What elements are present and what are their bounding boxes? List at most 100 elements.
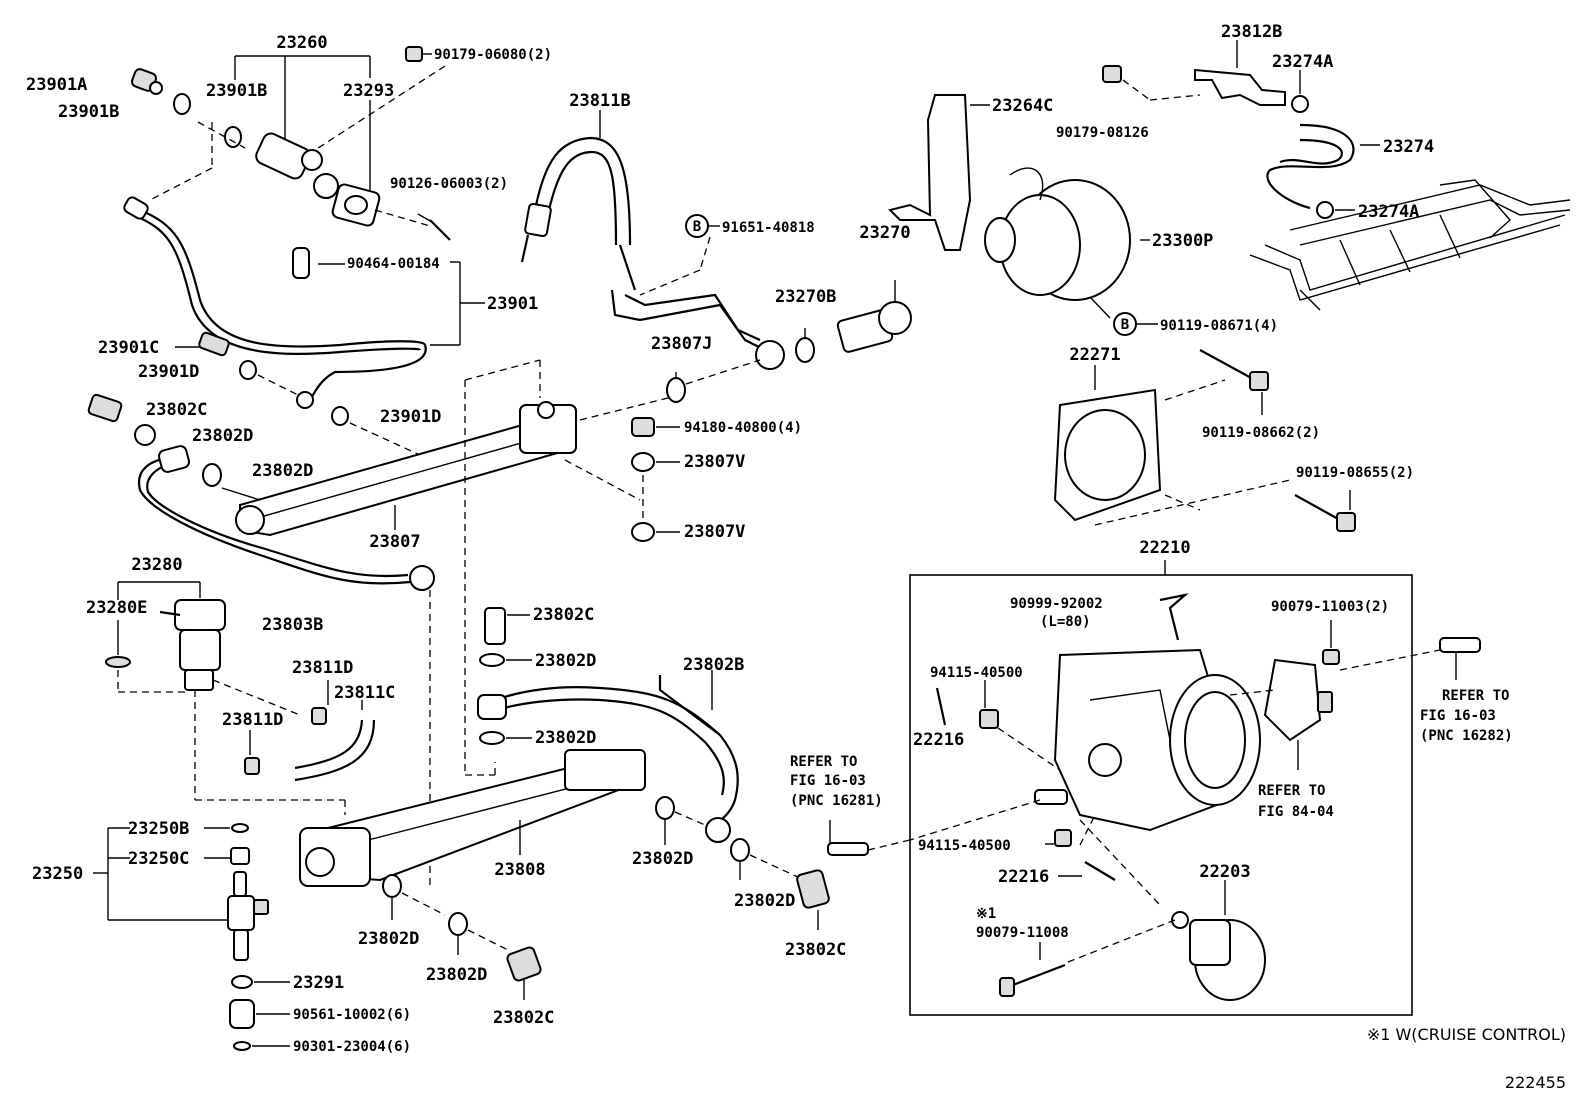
label-23802D-2: 23802D	[252, 461, 313, 481]
part-23260-group	[123, 46, 485, 456]
label-23811B: 23811B	[569, 91, 630, 111]
gasket-22271	[1053, 365, 1291, 526]
label-91651-40818: 91651-40818	[722, 220, 815, 236]
marker-b-2-letter: B	[1121, 317, 1129, 333]
label-23901: 23901	[487, 294, 538, 314]
label-23901C: 23901C	[98, 338, 159, 358]
label-23807V-2: 23807V	[684, 522, 745, 542]
label-23270B: 23270B	[775, 287, 836, 307]
label-23802D-8: 23802D	[426, 965, 487, 985]
label-90999-length: (L=80)	[1040, 614, 1091, 630]
label-23901B-top: 23901B	[206, 81, 267, 101]
bracket-23264C	[888, 65, 1201, 251]
label-23901D-2: 23901D	[380, 407, 441, 427]
label-23807V-1: 23807V	[684, 452, 745, 472]
sensor-23270	[666, 280, 912, 403]
label-23291: 23291	[293, 973, 344, 993]
label-23812B: 23812B	[1221, 22, 1282, 42]
label-23293: 23293	[343, 81, 394, 101]
label-23802D-5: 23802D	[632, 849, 693, 869]
label-23901B: 23901B	[58, 102, 119, 122]
label-90999-92002: 90999-92002	[1010, 596, 1103, 612]
label-23802D-7: 23802D	[358, 929, 419, 949]
label-23250C: 23250C	[128, 849, 189, 869]
label-23807J: 23807J	[651, 334, 712, 354]
label-23802C-1: 23802C	[146, 400, 207, 420]
hose-23811C	[244, 680, 376, 782]
label-23270: 23270	[859, 223, 910, 243]
hose-23811B	[520, 110, 785, 370]
label-90126-06003: 90126-06003(2)	[390, 176, 508, 192]
ref-3-line-1: REFER TO	[1258, 783, 1325, 799]
label-23802B: 23802B	[683, 655, 744, 675]
label-94115-40500-1: 94115-40500	[930, 665, 1023, 681]
fuel-rail-23808	[298, 607, 830, 1000]
label-23802C-2: 23802C	[533, 605, 594, 625]
label-23802D-4: 23802D	[535, 728, 596, 748]
label-22203: 22203	[1199, 862, 1250, 882]
fuel-rail-23807	[87, 359, 681, 776]
label-90561-10002: 90561-10002(6)	[293, 1007, 411, 1023]
label-23811C: 23811C	[334, 683, 395, 703]
manifold-sketch	[1249, 179, 1571, 311]
reference-notes: REFER TO FIG 16-03 (PNC 16281) REFER TO …	[790, 688, 1513, 820]
ref-2-line-2: FIG 16-03	[1420, 708, 1496, 724]
marker-b-2	[1113, 312, 1158, 336]
label-23802D-6: 23802D	[734, 891, 795, 911]
ref-2-line-3: (PNC 16282)	[1420, 728, 1513, 744]
ref-1-line-3: (PNC 16281)	[790, 793, 883, 809]
label-90179-08126: 90179-08126	[1056, 125, 1149, 141]
label-23802D-1: 23802D	[192, 426, 253, 446]
throttle-body-22210	[827, 560, 1481, 1016]
label-23808: 23808	[494, 860, 545, 880]
label-23264C: 23264C	[992, 96, 1053, 116]
label-94115-40500-2: 94115-40500	[918, 838, 1011, 854]
ref-2-line-1: REFER TO	[1442, 688, 1509, 704]
part-labels: 23260 23901A 23901B 23901B 23293 90179-0…	[26, 22, 1434, 1055]
label-23803B: 23803B	[262, 615, 323, 635]
actuator-23300P	[984, 167, 1150, 319]
label-23901D-1: 23901D	[138, 362, 199, 382]
label-23807: 23807	[369, 532, 420, 552]
label-23811D-2: 23811D	[222, 710, 283, 730]
label-22210: 22210	[1139, 538, 1190, 558]
label-90079-11008: 90079-11008	[976, 925, 1069, 941]
label-23811D-1: 23811D	[292, 658, 353, 678]
hose-23274	[1194, 40, 1380, 219]
ref-1-line-1: REFER TO	[790, 754, 857, 770]
label-90464-00184: 90464-00184	[347, 256, 440, 272]
label-90119-08655: 90119-08655(2)	[1296, 465, 1414, 481]
label-23802C-3: 23802C	[785, 940, 846, 960]
marker-b-1-letter: B	[693, 219, 701, 235]
label-23274A-2: 23274A	[1358, 202, 1419, 222]
diagram-code: 222455	[1505, 1073, 1566, 1092]
label-23901A: 23901A	[26, 75, 87, 95]
label-90179-06080: 90179-06080(2)	[434, 47, 552, 63]
label-23280E: 23280E	[86, 598, 147, 618]
cruise-control-note: ※1 W(CRUISE CONTROL)	[1367, 1025, 1566, 1044]
label-94180-40800: 94180-40800(4)	[684, 420, 802, 436]
label-90079-11003: 90079-11003(2)	[1271, 599, 1389, 615]
label-23260: 23260	[276, 33, 327, 53]
marker-b-1	[639, 214, 720, 296]
label-23274: 23274	[1383, 137, 1434, 157]
label-23274A-1: 23274A	[1272, 52, 1333, 72]
ref-3-line-2: FIG 84-04	[1258, 804, 1334, 820]
label-90301-23004: 90301-23004(6)	[293, 1039, 411, 1055]
label-22216-2: 22216	[998, 867, 1049, 887]
label-23280: 23280	[131, 555, 182, 575]
label-90119-08671: 90119-08671(4)	[1160, 318, 1278, 334]
label-note-mark: ※1	[976, 906, 996, 922]
label-23300P: 23300P	[1152, 231, 1213, 251]
label-90119-08662: 90119-08662(2)	[1202, 425, 1320, 441]
ref-1-line-2: FIG 16-03	[790, 773, 866, 789]
label-23250: 23250	[32, 864, 83, 884]
label-22216-1: 22216	[913, 730, 964, 750]
label-23250B: 23250B	[128, 819, 189, 839]
nuts-23807V	[631, 417, 680, 542]
label-23802D-3: 23802D	[535, 651, 596, 671]
pressure-regulator-23280	[105, 581, 431, 890]
injector-23250	[93, 823, 290, 1051]
bolts-90119	[1199, 349, 1356, 532]
